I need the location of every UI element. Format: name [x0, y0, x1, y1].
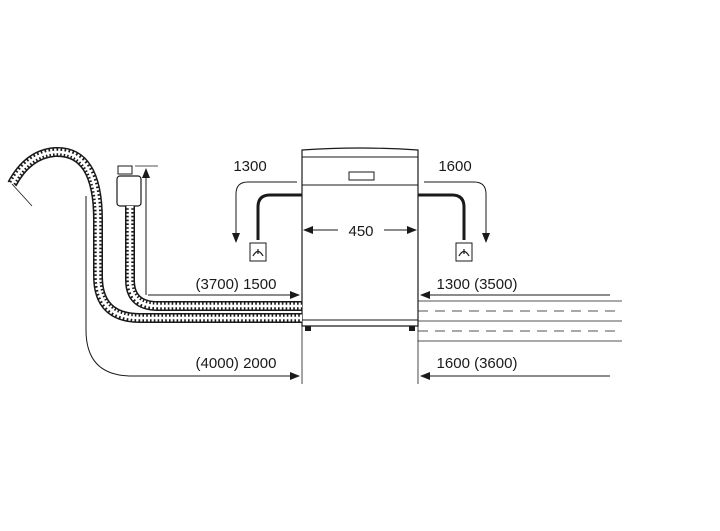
- inlet-hose: [116, 165, 302, 311]
- drain-hose: [7, 146, 302, 323]
- right-reach-arrow: [424, 181, 490, 243]
- drain-length-dimensions: (4000) 2000 1600 (3600): [85, 196, 610, 380]
- right-water-connection: 1600: [418, 158, 490, 262]
- dishwasher-foot-right: [409, 326, 415, 331]
- extension-lines: [301, 326, 419, 384]
- left-inlet-label: (3700) 1500: [196, 276, 277, 293]
- height-reference: [135, 165, 158, 295]
- aquastop-valve: [116, 175, 142, 207]
- tap-outlet-icon: [252, 249, 264, 257]
- left-reach-label: 1300: [233, 158, 266, 175]
- right-inlet-label: 1300 (3500): [437, 276, 518, 293]
- left-drain-label: (4000) 2000: [196, 355, 277, 372]
- aquastop-cap: [117, 165, 133, 175]
- dishwasher: [301, 147, 419, 331]
- width-label: 450: [348, 223, 373, 240]
- width-dimension: 450: [303, 223, 417, 240]
- left-inlet-pipe: [256, 193, 302, 240]
- right-hidden-hoses: [418, 300, 622, 342]
- left-reach-arrow: [232, 181, 297, 243]
- left-water-connection: 1300: [232, 158, 302, 262]
- right-drain-label: 1600 (3600): [437, 355, 518, 372]
- tap-outlet-icon: [458, 249, 470, 257]
- right-tap-box: [455, 242, 473, 262]
- dishwasher-handle: [348, 171, 375, 181]
- drain-hose-end: [11, 183, 33, 207]
- right-reach-label: 1600: [438, 158, 471, 175]
- right-inlet-pipe: [418, 193, 466, 240]
- left-tap-box: [249, 242, 267, 262]
- inlet-length-dimensions: (3700) 1500 1300 (3500): [148, 276, 610, 299]
- dishwasher-outline: [301, 147, 419, 327]
- dishwasher-foot-left: [305, 326, 311, 331]
